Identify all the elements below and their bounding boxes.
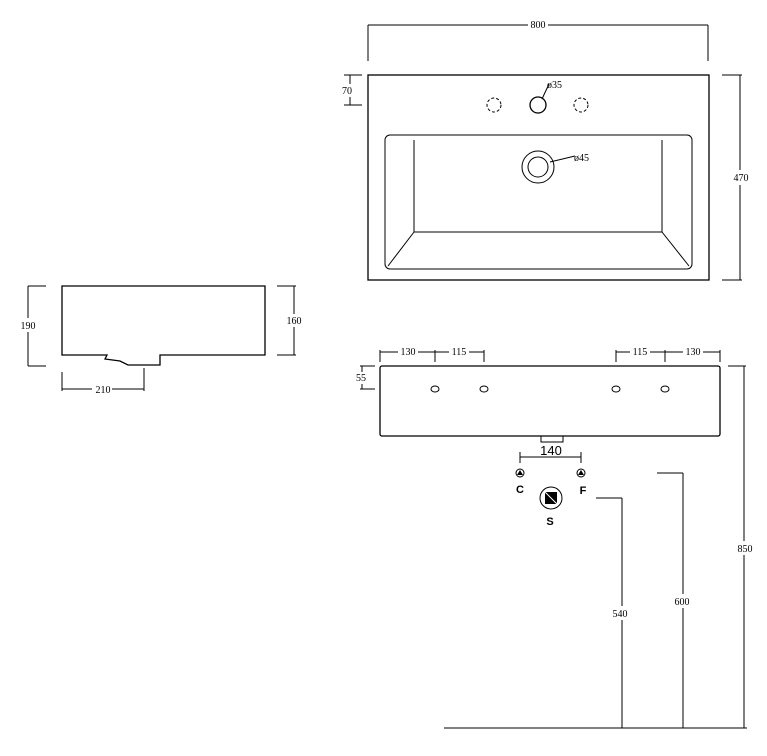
dim-rim-height-label: 55 xyxy=(356,373,366,384)
cold-symbol xyxy=(515,468,525,478)
dim-tap-offset-label: 70 xyxy=(342,86,352,97)
dim-side-inner-height: 160 xyxy=(277,285,302,356)
bowl: ø45 xyxy=(384,134,693,270)
front-view: 130 115 115 130 55 140 C F xyxy=(356,347,753,729)
dim-width: 800 xyxy=(367,20,709,61)
dim-side-waste-label: 210 xyxy=(96,385,111,396)
waste-inner xyxy=(527,156,549,178)
dim-depth-label: 470 xyxy=(734,173,749,184)
cold-label: C xyxy=(516,484,524,496)
connections: C F S xyxy=(515,468,587,528)
dim-width-label: 800 xyxy=(531,20,546,31)
dim-right-outer: 130 xyxy=(686,347,701,358)
dim-depth: 470 xyxy=(722,74,749,281)
bowl-outline xyxy=(384,134,693,270)
height-overall: 850 xyxy=(738,544,753,555)
hot-symbol xyxy=(576,468,586,478)
hot-label: F xyxy=(580,485,587,497)
dim-side-waste: 210 xyxy=(61,368,145,396)
dim-side-inner-height-label: 160 xyxy=(287,316,302,327)
mount-hole-1 xyxy=(430,385,440,393)
tap-hole-right xyxy=(573,97,589,113)
dim-connections-label: 140 xyxy=(540,443,562,458)
side-view: 190 160 210 xyxy=(21,285,302,396)
basin-top-outline xyxy=(367,74,710,281)
waste-label: S xyxy=(546,516,553,528)
dim-tap-offset: 70 xyxy=(342,74,362,106)
dim-side-height: 190 xyxy=(21,285,46,367)
side-outline xyxy=(61,285,266,366)
cold-arrow-icon xyxy=(517,470,523,475)
front-outline xyxy=(379,365,721,437)
height-waste: 540 xyxy=(613,609,628,620)
tap-hole-label: ø35 xyxy=(547,80,562,91)
height-dims: 540 600 850 xyxy=(444,365,753,729)
dim-left-inner: 115 xyxy=(452,347,467,358)
hot-arrow-icon xyxy=(578,470,584,475)
height-cold-hot: 600 xyxy=(675,597,690,608)
mount-hole-4 xyxy=(660,385,670,393)
dim-rim-height: 55 xyxy=(356,365,375,390)
dim-connections: 140 xyxy=(519,443,582,463)
dim-left-outer: 130 xyxy=(401,347,416,358)
dim-right-inner: 115 xyxy=(633,347,648,358)
top-view: 800 70 470 ø35 xyxy=(342,20,749,281)
tap-hole-left xyxy=(486,97,502,113)
mount-hole-3 xyxy=(611,385,621,393)
waste-outlet xyxy=(539,486,563,510)
tap-holes: ø35 xyxy=(486,80,589,114)
dim-front-top: 130 115 115 130 xyxy=(379,347,721,362)
mount-hole-2 xyxy=(479,385,489,393)
tap-hole-center xyxy=(529,96,547,114)
dim-side-height-label: 190 xyxy=(21,321,36,332)
waste-outer xyxy=(521,150,555,184)
waste-hole-label: ø45 xyxy=(574,153,589,164)
waste-stub xyxy=(540,435,564,443)
